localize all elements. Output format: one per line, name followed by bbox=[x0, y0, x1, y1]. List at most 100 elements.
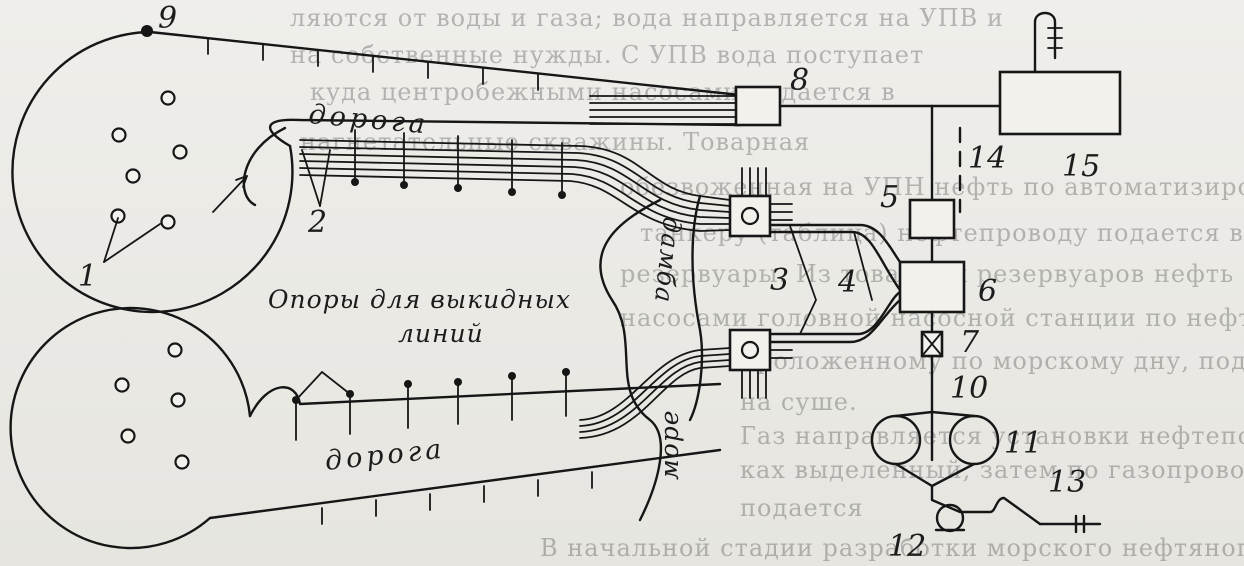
unit-15-box bbox=[998, 70, 1122, 136]
well-hole bbox=[120, 428, 136, 444]
unit-8-box bbox=[734, 85, 782, 127]
upper-inner-curl bbox=[242, 126, 287, 207]
pump-discharge bbox=[961, 496, 1042, 526]
unit-12-pump bbox=[934, 496, 1102, 534]
upper-platform-outline bbox=[11, 30, 294, 314]
flowline bbox=[299, 174, 731, 232]
bg-line-12: ках выделенный, затем по газопроводу bbox=[740, 456, 1244, 484]
label-4-pointer bbox=[853, 231, 873, 301]
flowline bbox=[579, 347, 731, 421]
unit-3-upper-inlets bbox=[741, 167, 793, 221]
pipe bbox=[768, 223, 902, 264]
upper-flowlines bbox=[299, 139, 731, 232]
tank-feed bbox=[894, 410, 976, 418]
callout-7: 7 bbox=[960, 325, 980, 360]
pipe bbox=[768, 230, 902, 292]
support-foot bbox=[351, 178, 359, 186]
support-foot bbox=[558, 191, 566, 199]
well-hole bbox=[110, 208, 126, 224]
pipe bbox=[768, 290, 902, 336]
well-hole bbox=[160, 214, 176, 230]
label-2-pointer bbox=[301, 149, 321, 207]
callout-12: 12 bbox=[888, 529, 926, 564]
bg-line-2: на собственные нужды. С УПВ вода поступа… bbox=[290, 41, 924, 69]
pipe bbox=[768, 298, 902, 344]
callout-10: 10 bbox=[950, 371, 988, 406]
upper-road-supports bbox=[207, 37, 539, 91]
bg-line-3: куда центробежными насосами подается в bbox=[310, 78, 896, 106]
flowline bbox=[299, 153, 731, 213]
support-foot bbox=[508, 188, 516, 196]
unit-7-cross bbox=[921, 331, 943, 357]
supports-label-line2: линий bbox=[398, 319, 484, 348]
pipes-to-unit-6 bbox=[768, 223, 902, 344]
callout-5: 5 bbox=[880, 180, 899, 215]
label-1-pointer bbox=[103, 223, 161, 263]
callout-numbers: 1 2 3 4 5 6 7 8 9 10 11 12 13 14 15 bbox=[78, 1, 1100, 564]
gas-lines-to-separator-8 bbox=[589, 95, 737, 125]
lower-road-supports bbox=[292, 368, 593, 525]
upper-flowline-supports bbox=[301, 129, 566, 207]
well-hole bbox=[172, 144, 188, 160]
unit-11-tanks bbox=[870, 410, 1000, 514]
support-foot bbox=[454, 378, 462, 386]
well-hole bbox=[114, 377, 130, 393]
point-9-marker bbox=[141, 25, 153, 37]
bg-line-14: В начальной стадии разработки морского н… bbox=[540, 534, 1244, 562]
callout-8: 8 bbox=[790, 63, 809, 98]
label-2-pointer bbox=[319, 149, 331, 207]
flowline bbox=[299, 146, 731, 207]
callout-14: 14 bbox=[968, 141, 1006, 176]
callout-4: 4 bbox=[837, 265, 857, 300]
well-hole bbox=[170, 392, 186, 408]
well-hole bbox=[167, 342, 183, 358]
line-13 bbox=[1038, 514, 1102, 534]
label-4-pointer bbox=[789, 225, 817, 335]
dam-right-edge bbox=[688, 194, 704, 422]
line-to-pump bbox=[930, 484, 962, 514]
dam bbox=[599, 194, 704, 522]
bg-line-10: на суше. bbox=[740, 388, 858, 416]
callout-1: 1 bbox=[78, 259, 97, 294]
upper-platform bbox=[11, 25, 742, 314]
flowline bbox=[299, 139, 731, 201]
lower-road-edge-bottom bbox=[208, 448, 722, 520]
unit-5-box bbox=[908, 198, 956, 240]
supports-label-pointer bbox=[295, 371, 351, 401]
support-foot bbox=[508, 372, 516, 380]
supports-label-line1: Опоры для выкидных bbox=[268, 285, 571, 314]
flowline bbox=[299, 160, 731, 219]
support-tick bbox=[321, 471, 593, 525]
inlet-stub bbox=[741, 167, 767, 197]
callout-15: 15 bbox=[1062, 149, 1100, 184]
lower-road-edge-top bbox=[248, 382, 722, 418]
flowline bbox=[579, 365, 731, 439]
support-foot bbox=[562, 368, 570, 376]
inlet-stub bbox=[769, 203, 793, 221]
unit-15-coil bbox=[1047, 27, 1063, 49]
bg-line-1: ляются от воды и газа; вода направляется… bbox=[290, 4, 1004, 32]
upper-road-edge-top bbox=[148, 30, 742, 97]
well-hole bbox=[111, 127, 127, 143]
label-1-pointer bbox=[103, 217, 119, 263]
flow-arrow bbox=[212, 175, 248, 213]
flowline bbox=[579, 359, 731, 433]
unit-6-box bbox=[898, 260, 966, 314]
bg-line-9: проложенному по морскому дну, подается н… bbox=[740, 347, 1244, 375]
bg-line-13: подается bbox=[740, 494, 864, 522]
well-hole bbox=[174, 454, 190, 470]
unit-3-upper-port bbox=[740, 206, 760, 226]
callout-11: 11 bbox=[1004, 426, 1042, 461]
unit-15 bbox=[930, 11, 1122, 136]
callout-13: 13 bbox=[1048, 465, 1086, 500]
callout-6: 6 bbox=[978, 274, 997, 309]
callout-9: 9 bbox=[158, 1, 177, 36]
callout-3: 3 bbox=[770, 263, 789, 298]
dam-left-edge bbox=[599, 198, 663, 522]
lower-platform bbox=[9, 306, 731, 550]
upper-road-edge-bottom bbox=[269, 118, 742, 148]
lower-platform-outline bbox=[9, 306, 252, 550]
well-hole bbox=[125, 168, 141, 184]
